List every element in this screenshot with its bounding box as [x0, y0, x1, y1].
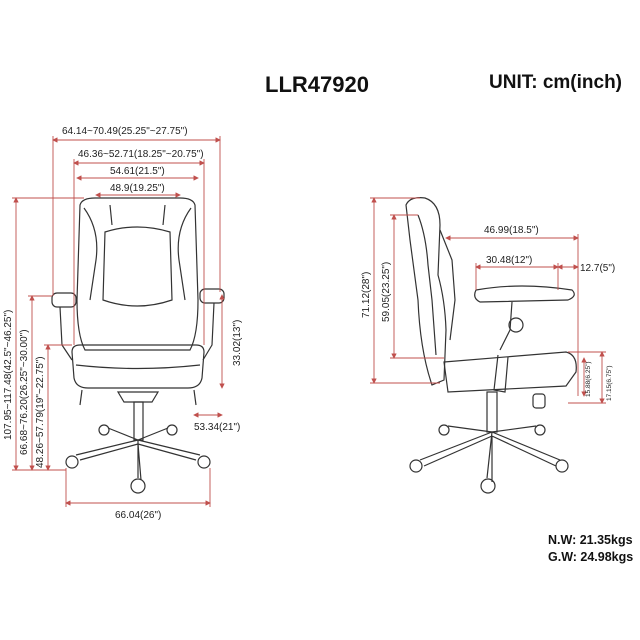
arm-offset-label: 12.7(5") [580, 263, 615, 274]
arm-to-seat-label: 17.15(6.75") [606, 365, 613, 401]
armrest-height-label: 33.02(13") [232, 320, 243, 366]
unit-label: UNIT: cm(inch) [489, 72, 622, 93]
seat-width-label: 48.9(19.25") [110, 183, 165, 194]
back-height-above-seat-label: 59.05(23.25") [381, 262, 392, 322]
seat-depth-label: 53.34(21") [194, 422, 240, 433]
seat-floor-label: 48.26~57.79(19"~22.75") [35, 356, 46, 468]
gross-weight: G.W: 24.98kgs [548, 550, 634, 564]
overall-width-label: 64.14~70.49(25.25"~27.75") [62, 126, 188, 137]
armrest-width-label: 46.36~52.71(18.25"~20.75") [78, 149, 204, 160]
seat-thickness-label: 15.88(6.25") [585, 361, 592, 397]
model-number: LLR47920 [265, 72, 369, 97]
front-dimension-labels: 64.14~70.49(25.25"~27.75") 46.36~52.71(1… [3, 126, 243, 521]
armrest-floor-label: 66.68~76.20(26.25"~30.00") [19, 329, 30, 455]
back-width-label: 54.61(21.5") [110, 166, 165, 177]
side-view-chair [405, 197, 577, 494]
base-width-label: 66.04(26") [115, 510, 161, 521]
front-view-chair [51, 197, 225, 494]
net-weight: N.W: 21.35kgs [548, 533, 633, 547]
back-height-label: 71.12(28") [361, 272, 372, 318]
side-seat-depth-label: 30.48(12") [486, 255, 532, 266]
overall-height-label: 107.95~117.48(42.5"~46.25") [3, 310, 14, 440]
overall-depth-label: 46.99(18.5") [484, 225, 539, 236]
side-dimension-labels: 46.99(18.5") 30.48(12") 12.7(5") 71.12(2… [361, 225, 615, 401]
